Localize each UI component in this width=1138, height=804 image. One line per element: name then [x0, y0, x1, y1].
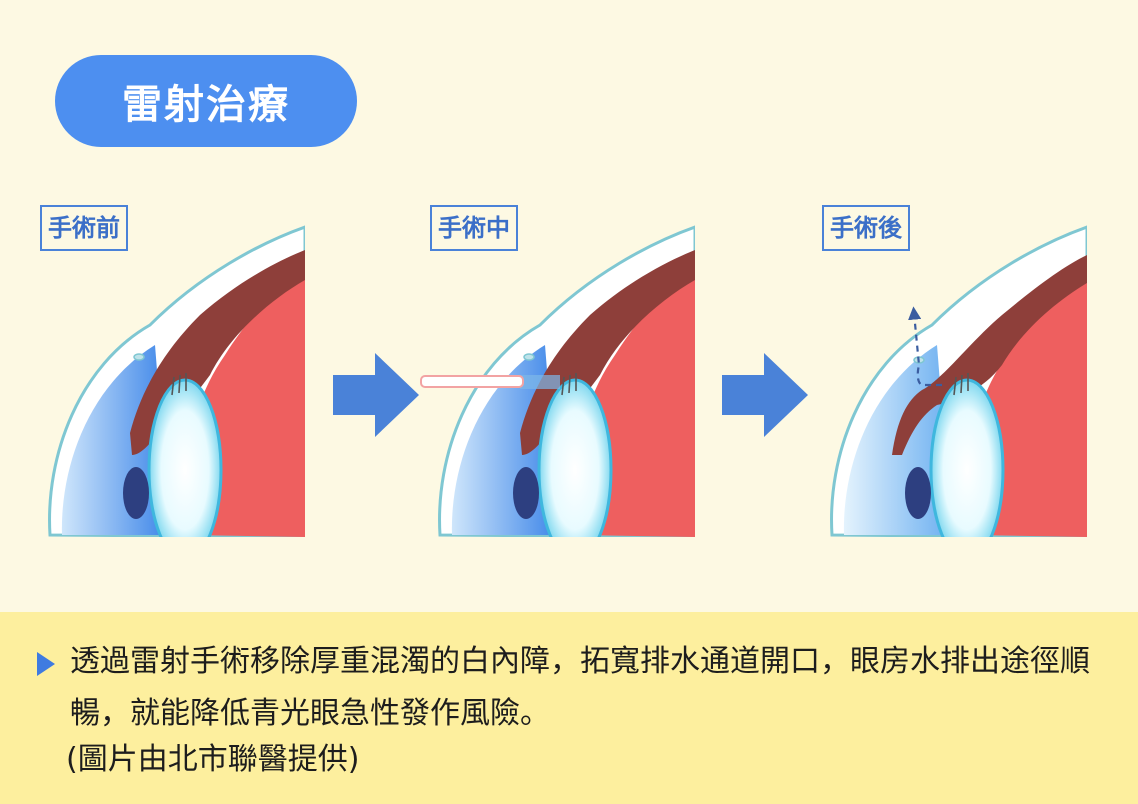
laser-beam — [420, 375, 524, 388]
arrow-right-icon — [333, 353, 419, 437]
panel-before: 手術前 — [40, 205, 305, 537]
title-badge: 雷射治療 — [55, 55, 357, 147]
panel-after: 手術後 — [822, 205, 1087, 537]
title-text: 雷射治療 — [122, 82, 290, 128]
stage-label-before: 手術前 — [40, 205, 128, 251]
bullet-triangle-icon — [37, 652, 55, 676]
panel-during: 手術中 — [420, 205, 695, 537]
caption-text: 透過雷射手術移除厚重混濁的白內障，拓寬排水通道開口，眼房水排出途徑順暢，就能降低… — [70, 644, 1090, 731]
eye-illustration-during — [438, 225, 695, 537]
stage-label-after: 手術後 — [822, 205, 910, 251]
image-credit: (圖片由北市聯醫提供) — [66, 742, 360, 777]
arrow-right-icon — [722, 353, 808, 437]
stage-label-during: 手術中 — [430, 205, 518, 251]
caption-band — [0, 612, 1138, 804]
eye-illustration-after — [830, 225, 1087, 537]
eye-illustration-before — [48, 225, 305, 537]
